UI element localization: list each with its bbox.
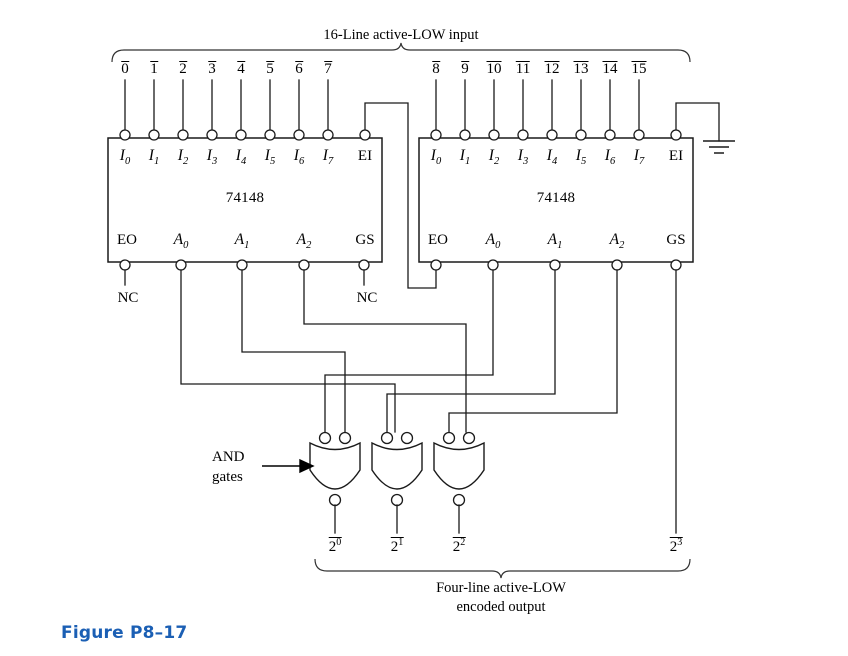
input-label-7: 7 — [324, 61, 332, 77]
output-caption-line1: Four-line active-LOW — [436, 580, 566, 596]
wire-leftA1-to-gate2 — [241, 269, 346, 433]
wire-leftA2-to-gate3 — [303, 269, 467, 433]
right-chip-pin-I5: I5 — [575, 147, 587, 168]
left-chip-pin-I4: I4 — [235, 147, 247, 168]
input-label-9: 9 — [461, 61, 469, 77]
input-label-15: 15 — [631, 61, 647, 77]
wire-rightA2-to-gate3 — [448, 269, 618, 433]
right-chip-pin-I2: I2 — [488, 147, 500, 168]
right-chip-pin-I6: I6 — [604, 147, 616, 168]
left-chip-pin-EI: EI — [357, 148, 373, 164]
input-label-12: 12 — [544, 61, 560, 77]
input-label-2: 2 — [179, 61, 187, 77]
and-gates-label-line2: gates — [212, 469, 243, 485]
wire-right-EI-to-ground — [675, 102, 720, 142]
input-label-3: 3 — [208, 61, 216, 77]
input-label-14: 14 — [602, 61, 618, 77]
right-chip-pin-GS: GS — [666, 232, 686, 248]
left-chip-pin-EO: EO — [117, 232, 137, 248]
input-label-13: 13 — [573, 61, 589, 77]
right-chip-pin-A0: A0 — [485, 231, 501, 252]
figure-caption: Figure P8–17 — [61, 623, 188, 643]
right-chip-pin-EO: EO — [428, 232, 448, 248]
left-chip-pin-I2: I2 — [177, 147, 189, 168]
right-chip-part-number: 74148 — [536, 190, 576, 206]
right-chip-pin-A1: A1 — [547, 231, 563, 252]
input-lines-left — [124, 79, 329, 132]
left-chip-pin-I1: I1 — [148, 147, 160, 168]
output-label-2-3: 23 — [669, 537, 683, 555]
right-chip-pin-I4: I4 — [546, 147, 558, 168]
input-lines-right — [435, 79, 640, 132]
output-label-2-2: 22 — [452, 537, 466, 555]
wire-leftA0-to-gate1 — [180, 269, 396, 433]
right-chip-pin-I1: I1 — [459, 147, 471, 168]
input-label-0: 0 — [121, 61, 129, 77]
left-chip-pin-I5: I5 — [264, 147, 276, 168]
left-chip-pin-A1: A1 — [234, 231, 250, 252]
left-chip-part-number: 74148 — [225, 190, 265, 206]
wire-left-EI-to-right-EO — [364, 102, 437, 289]
left-chip-pin-A2: A2 — [296, 231, 312, 252]
and-gate-2[interactable] — [371, 431, 423, 534]
right-chip-pin-EI: EI — [668, 148, 684, 164]
and-gates-label-line1: AND — [212, 449, 245, 465]
top-input-brace — [111, 42, 691, 63]
input-label-5: 5 — [266, 61, 274, 77]
right-chip-pin-A2: A2 — [609, 231, 625, 252]
nc-label-left: NC — [117, 290, 139, 306]
wire-rightA0-to-gate1 — [324, 269, 494, 433]
output-caption-line2: encoded output — [456, 599, 546, 615]
input-label-6: 6 — [295, 61, 303, 77]
and-gates-pointer-arrow — [262, 458, 315, 474]
pins-right-top — [430, 129, 682, 141]
right-chip-pin-I0: I0 — [430, 147, 442, 168]
top-input-title: 16-Line active-LOW input — [323, 27, 479, 43]
left-chip-pin-I0: I0 — [119, 147, 131, 168]
bottom-output-brace — [314, 558, 691, 579]
input-label-8: 8 — [432, 61, 440, 77]
and-gate-3[interactable] — [433, 431, 485, 534]
input-label-4: 4 — [237, 61, 245, 77]
output-label-2-0: 20 — [328, 537, 342, 555]
right-chip-pin-I7: I7 — [633, 147, 645, 168]
input-label-1: 1 — [150, 61, 158, 77]
left-chip-pin-I6: I6 — [293, 147, 305, 168]
ground-icon — [703, 140, 735, 154]
input-label-11: 11 — [515, 61, 531, 77]
left-chip-pin-I3: I3 — [206, 147, 218, 168]
chip-body-left — [107, 137, 383, 263]
left-chip-pin-A0: A0 — [173, 231, 189, 252]
output-label-2-1: 21 — [390, 537, 404, 555]
left-chip-pin-I7: I7 — [322, 147, 334, 168]
and-gate-1[interactable] — [309, 431, 361, 534]
input-label-10: 10 — [486, 61, 502, 77]
wire-rightA1-to-gate2 — [386, 269, 556, 433]
right-chip-pin-I3: I3 — [517, 147, 529, 168]
left-chip-pin-GS: GS — [355, 232, 375, 248]
nc-label-right: NC — [356, 290, 378, 306]
pins-left-top — [119, 129, 371, 141]
